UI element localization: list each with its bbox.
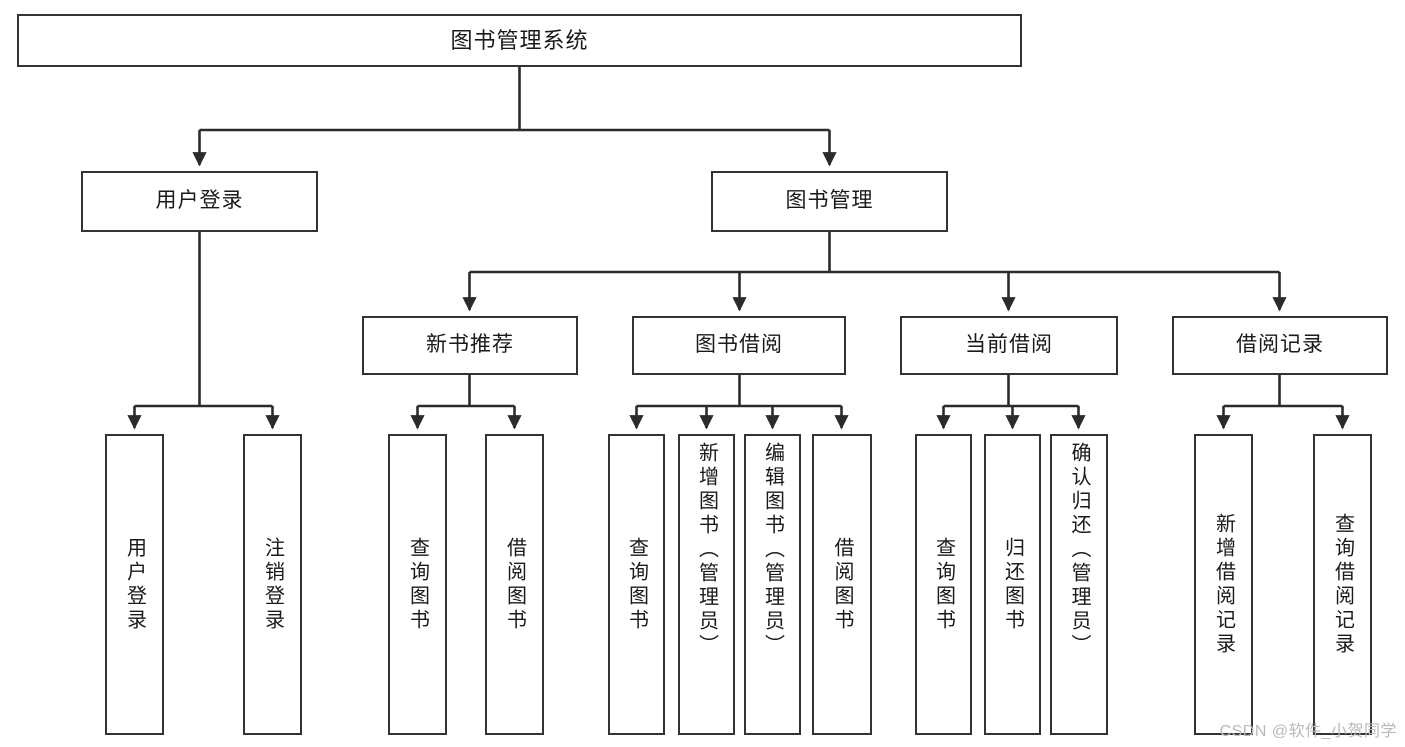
node-leaf-borrow-book-2[interactable]: 借阅图书 [812,434,872,735]
node-leaf-add-book[interactable]: 新增图书（管理员） [678,434,735,735]
node-leaf-query-book-1-label: 查询图书 [406,536,429,633]
node-leaf-borrow-book-1-label: 借阅图书 [503,536,526,633]
watermark: CSDN @软件_小贺同学 [1219,723,1397,740]
node-current-borrow-label: 当前借阅 [965,333,1053,357]
node-leaf-logout-label: 注销登录 [261,536,284,633]
node-new-book-recommend[interactable]: 新书推荐 [362,316,578,375]
node-leaf-user-login[interactable]: 用户登录 [105,434,164,735]
node-leaf-query-book-2[interactable]: 查询图书 [608,434,665,735]
node-leaf-borrow-book-2-label: 借阅图书 [831,536,853,633]
node-leaf-edit-book-label: 编辑图书（管理员） [761,442,784,658]
node-leaf-query-book-3[interactable]: 查询图书 [915,434,972,735]
node-root-label: 图书管理系统 [450,27,589,53]
node-user-login-label: 用户登录 [155,189,244,213]
node-leaf-borrow-book-1[interactable]: 借阅图书 [485,434,544,735]
node-leaf-add-record[interactable]: 新增借阅记录 [1194,434,1253,735]
node-new-book-recommend-label: 新书推荐 [426,333,514,357]
node-root[interactable]: 图书管理系统 [17,14,1022,67]
node-leaf-confirm-return[interactable]: 确认归还（管理员） [1050,434,1108,735]
node-book-manage-label: 图书管理 [785,189,874,213]
node-book-borrow[interactable]: 图书借阅 [632,316,846,375]
node-leaf-edit-book[interactable]: 编辑图书（管理员） [744,434,801,735]
node-book-borrow-label: 图书借阅 [695,333,783,357]
node-leaf-return-book-label: 归还图书 [1001,536,1024,633]
node-leaf-user-login-label: 用户登录 [123,536,146,633]
node-leaf-query-book-1[interactable]: 查询图书 [388,434,447,735]
node-leaf-query-record-label: 查询借阅记录 [1331,512,1354,657]
node-user-login[interactable]: 用户登录 [81,171,318,232]
node-leaf-add-record-label: 新增借阅记录 [1212,512,1235,657]
node-leaf-query-book-2-label: 查询图书 [625,536,648,633]
node-leaf-query-book-3-label: 查询图书 [932,536,955,633]
node-leaf-confirm-return-label: 确认归还（管理员） [1068,442,1090,658]
node-leaf-query-record[interactable]: 查询借阅记录 [1313,434,1372,735]
node-borrow-record[interactable]: 借阅记录 [1172,316,1388,375]
node-leaf-logout[interactable]: 注销登录 [243,434,302,735]
node-leaf-return-book[interactable]: 归还图书 [984,434,1041,735]
node-book-manage[interactable]: 图书管理 [711,171,948,232]
node-current-borrow[interactable]: 当前借阅 [900,316,1118,375]
node-leaf-add-book-label: 新增图书（管理员） [695,442,718,658]
node-borrow-record-label: 借阅记录 [1236,333,1324,357]
